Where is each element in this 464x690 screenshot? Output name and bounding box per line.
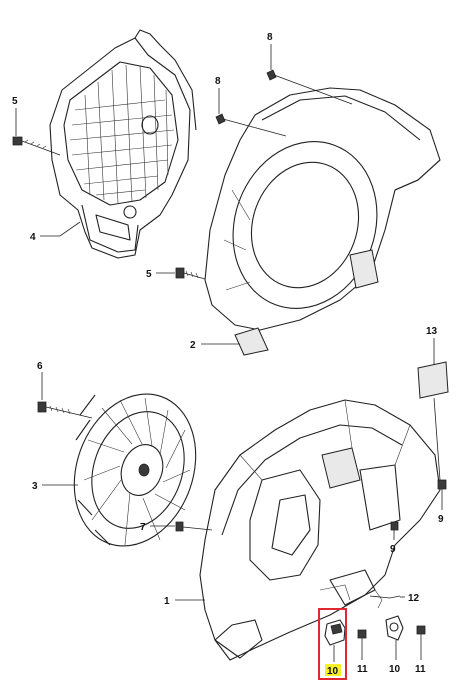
screw-part-9-right[interactable] bbox=[437, 479, 447, 510]
screw-part-8-mid[interactable] bbox=[215, 113, 287, 137]
screw-part-6[interactable] bbox=[37, 401, 93, 419]
callout-13: 13 bbox=[426, 326, 438, 337]
cable-part-12[interactable] bbox=[369, 589, 401, 609]
callout-9-right: 9 bbox=[438, 514, 444, 525]
impeller-part-3[interactable] bbox=[54, 377, 216, 563]
callout-9-mid: 9 bbox=[390, 544, 396, 555]
highlight-box bbox=[318, 608, 347, 680]
callout-11-right: 11 bbox=[415, 664, 426, 675]
screw-part-5-upper[interactable] bbox=[12, 136, 61, 156]
callout-10-right: 10 bbox=[389, 664, 401, 675]
highlight-fill bbox=[325, 664, 341, 676]
fan-cover-part-4[interactable] bbox=[49, 29, 197, 259]
leader-4 bbox=[40, 221, 81, 237]
decal-part-13[interactable] bbox=[417, 338, 449, 481]
callout-5-mid: 5 bbox=[146, 269, 152, 280]
housing-front-part-2[interactable] bbox=[204, 87, 441, 356]
callout-8-top: 8 bbox=[267, 32, 273, 43]
screw-part-11-left[interactable] bbox=[357, 629, 367, 660]
screw-part-8-top[interactable] bbox=[266, 69, 353, 105]
callout-8-mid: 8 bbox=[215, 76, 221, 87]
callout-11-left: 11 bbox=[357, 664, 368, 675]
callout-3: 3 bbox=[32, 481, 38, 492]
callout-7: 7 bbox=[140, 522, 146, 533]
screw-part-11-right[interactable] bbox=[416, 625, 426, 660]
callout-4: 4 bbox=[30, 232, 36, 243]
callout-6: 6 bbox=[37, 361, 43, 372]
housing-rear-part-1[interactable] bbox=[199, 399, 441, 661]
impeller-blades bbox=[83, 397, 191, 546]
callout-12: 12 bbox=[408, 593, 420, 604]
callout-1: 1 bbox=[164, 596, 170, 607]
screw-part-5-middle[interactable] bbox=[175, 267, 206, 280]
callout-10-highlighted: 10 bbox=[327, 666, 339, 677]
callout-2: 2 bbox=[190, 340, 196, 351]
bushing-part-10[interactable] bbox=[324, 619, 346, 662]
callout-5-upper: 5 bbox=[12, 96, 18, 107]
grille-pattern bbox=[69, 64, 175, 204]
clamp-part-10[interactable] bbox=[385, 615, 404, 660]
screw-part-9-mid[interactable] bbox=[390, 521, 399, 540]
